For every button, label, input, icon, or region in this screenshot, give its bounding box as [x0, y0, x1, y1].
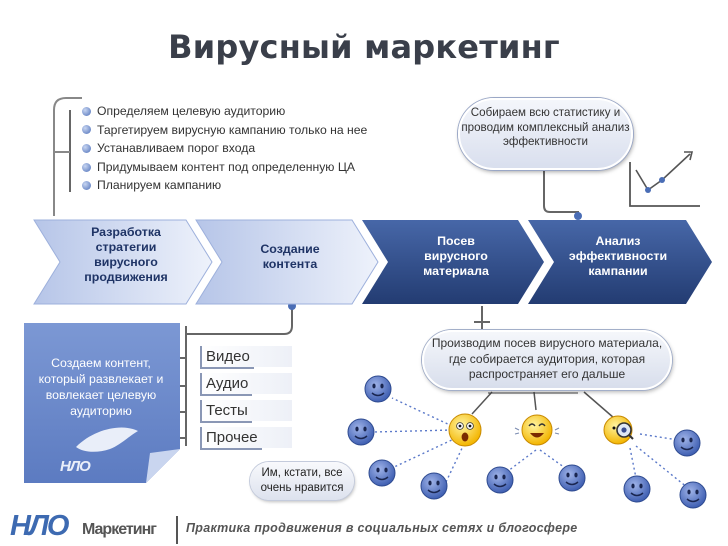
- audience-smiley-icon: [623, 475, 651, 503]
- analytics-connector-dot: [574, 212, 582, 220]
- brand-logo-text: Маркетинг: [82, 521, 157, 538]
- audience-smiley-icon: [347, 418, 375, 446]
- page-title: Вирусный маркетинг: [168, 28, 560, 66]
- stage-label-4: Анализ эффективности кампании: [568, 234, 668, 278]
- stage-label-2: Создание контента: [260, 242, 320, 271]
- audience-smiley-icon: [679, 481, 707, 509]
- footer-tagline: Практика продвижения в социальных сетях …: [186, 521, 578, 535]
- audience-smiley-icon: [368, 459, 396, 487]
- bullet-dot-icon: [82, 181, 91, 191]
- process-chevrons: [33, 219, 712, 305]
- content-type-audio: Аудио: [200, 373, 253, 396]
- laughing-face-icon: [514, 414, 560, 446]
- footer-divider: [176, 516, 178, 544]
- content-note-text: Создаем контент, который развлекает и во…: [38, 356, 164, 418]
- content-type-video: Видео: [200, 346, 254, 369]
- planning-steps-list: Определяем целевую аудиторию Таргетируем…: [82, 102, 367, 195]
- surprised-face-icon: [448, 413, 482, 447]
- stage-chevron-4: [528, 220, 712, 304]
- bullet-dot-icon: [82, 125, 91, 135]
- brand-logo-mark: НЛО: [10, 510, 69, 542]
- stage-chevron-1: [33, 219, 213, 305]
- magnifier-face-icon: [603, 415, 634, 445]
- content-type-tests: Тесты: [200, 400, 252, 423]
- audience-smiley-icon: [420, 472, 448, 500]
- bullet-dot-icon: [82, 143, 91, 153]
- card-logo-text: НЛО: [60, 458, 91, 475]
- audience-smiley-icon: [364, 375, 392, 403]
- content-note-card: [24, 323, 180, 483]
- stage-chevron-2: [195, 219, 379, 305]
- audience-smiley-icon: [486, 466, 514, 494]
- planning-step: Планируем кампанию: [82, 176, 367, 195]
- stage-chevron-3: [362, 220, 544, 304]
- bullet-dot-icon: [82, 106, 91, 116]
- bullet-dot-icon: [82, 162, 91, 172]
- planning-step: Придумываем контент под определенную ЦА: [82, 158, 367, 177]
- planning-step: Таргетируем вирусную кампанию только на …: [82, 121, 367, 140]
- planning-step: Определяем целевую аудиторию: [82, 102, 367, 121]
- analytics-note-bubble: Собираем всю статистику и проводим компл…: [458, 98, 633, 170]
- content-type-other: Прочее: [200, 427, 262, 450]
- ufo-logo-icon: [76, 427, 138, 452]
- audience-smiley-icon: [558, 464, 586, 492]
- aside-note-bubble: Им, кстати, все очень нравится: [250, 462, 354, 500]
- stage-label-3: Посев вирусного материала: [423, 234, 489, 278]
- audience-smiley-icon: [673, 429, 701, 457]
- seeding-note-bubble: Производим посев вирусного материала, гд…: [422, 330, 672, 390]
- planning-step: Устанавливаем порог входа: [82, 139, 367, 158]
- stage-label-1: Разработка стратегии вирусного продвижен…: [84, 225, 168, 284]
